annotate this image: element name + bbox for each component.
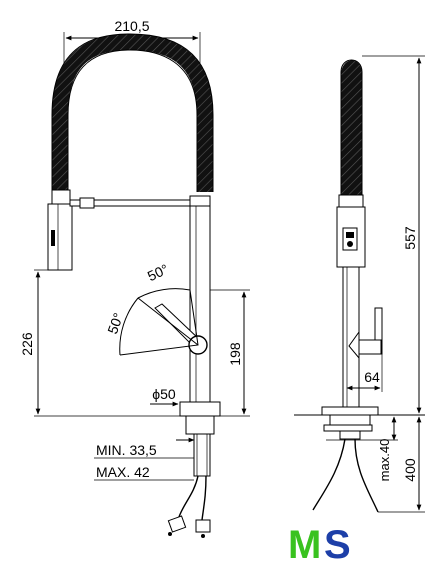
left-height-dimension: 226 [19,269,190,417]
spray-head [47,189,73,271]
handle-offset-label: 64 [364,369,380,385]
angle-indicator: 50° 50° [104,261,199,356]
side-base [321,406,379,416]
handle-offset-dimension: 64 [346,354,383,392]
width-dimension-label: 210,5 [114,18,149,34]
hose-length-label: 400 [402,458,418,482]
side-hose-left [312,438,346,511]
total-height-dimension: 557 [362,55,425,414]
max-thickness-label: max.40 [377,439,392,482]
side-spring-coil [341,60,362,195]
logo-letter-m: M [288,523,321,567]
coil-outline-outer [51,33,214,192]
total-height-label: 557 [402,226,418,250]
coil-outline-inner [67,49,198,192]
angle-upper-label: 50° [145,261,171,284]
holder-bar [69,195,211,211]
hole-max-label: MAX. 42 [96,464,150,480]
spout-height-dimension: 198 [210,289,250,417]
hole-min-label: MIN. 33,5 [96,442,157,458]
side-head-collar [338,194,364,208]
supply-hoses [167,475,211,538]
faucet-body [189,205,211,403]
spout-height-label: 198 [227,342,243,366]
logo-letter-s: S [324,523,351,567]
left-height-label: 226 [19,332,35,356]
ms-logo: M S [288,523,351,567]
max-thickness-dimension: max.40 [326,416,398,482]
front-view: 210,5 [19,18,250,538]
mounting-shank [193,433,211,477]
angle-left-label: 50° [104,311,126,336]
base-flange: ϕ50 [150,386,221,435]
side-coil-outline [340,59,363,195]
side-view: 64 557 max.40 400 [294,55,425,513]
hole-dimension: MIN. 33,5 MAX. 42 [94,437,195,481]
base-diameter-label: ϕ50 [152,386,176,402]
spring-coil [52,33,213,192]
hose-length-dimension: 400 [378,416,425,513]
side-hose-right [354,438,379,513]
side-lever [348,307,383,360]
